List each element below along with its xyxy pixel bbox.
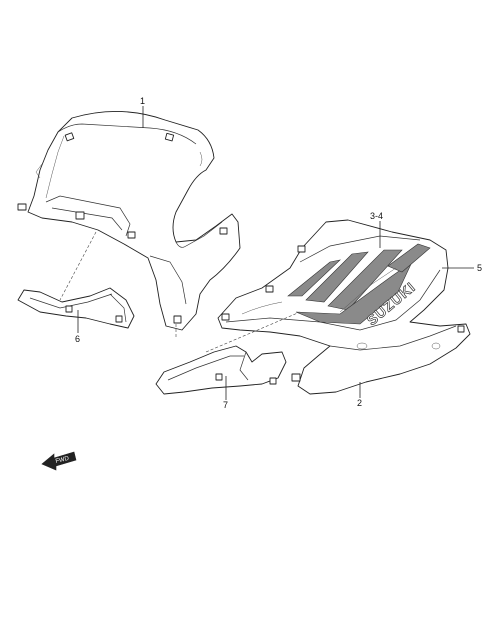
part-6-lower-inner-panel [17, 287, 135, 329]
part-2-lower-side-cowl: SUZUKI [217, 219, 471, 395]
part-1-upper-cowl [17, 111, 241, 331]
callout-6: 6 [75, 334, 80, 344]
forward-direction-arrow-icon: FWD [41, 451, 77, 471]
callout-3-4: 3-4 [370, 211, 383, 221]
assembly-line-1 [59, 231, 97, 301]
callout-1: 1 [140, 96, 145, 106]
callout-7: 7 [223, 400, 228, 410]
callout-5: 5 [477, 263, 482, 273]
callout-2: 2 [357, 398, 362, 408]
assembly-line-2 [205, 311, 301, 353]
direction-mark-text: FWD [55, 456, 70, 465]
part-7-small-panel [155, 345, 287, 395]
